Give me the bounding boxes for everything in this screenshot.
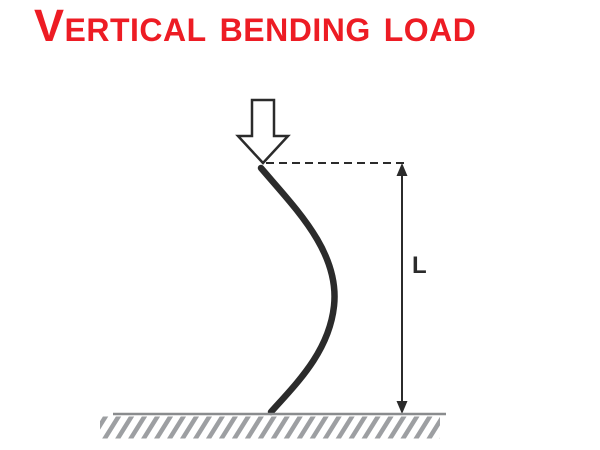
ground-hatching xyxy=(100,416,440,439)
down-arrow-load-icon xyxy=(235,98,291,165)
page-title: Vertical bending load xyxy=(34,0,477,51)
dimension-label: L xyxy=(412,252,427,279)
dimension-arrowhead-bottom-icon xyxy=(396,401,408,414)
dimension-arrowhead-top-icon xyxy=(396,163,408,176)
buckled-column-curve xyxy=(257,164,338,416)
